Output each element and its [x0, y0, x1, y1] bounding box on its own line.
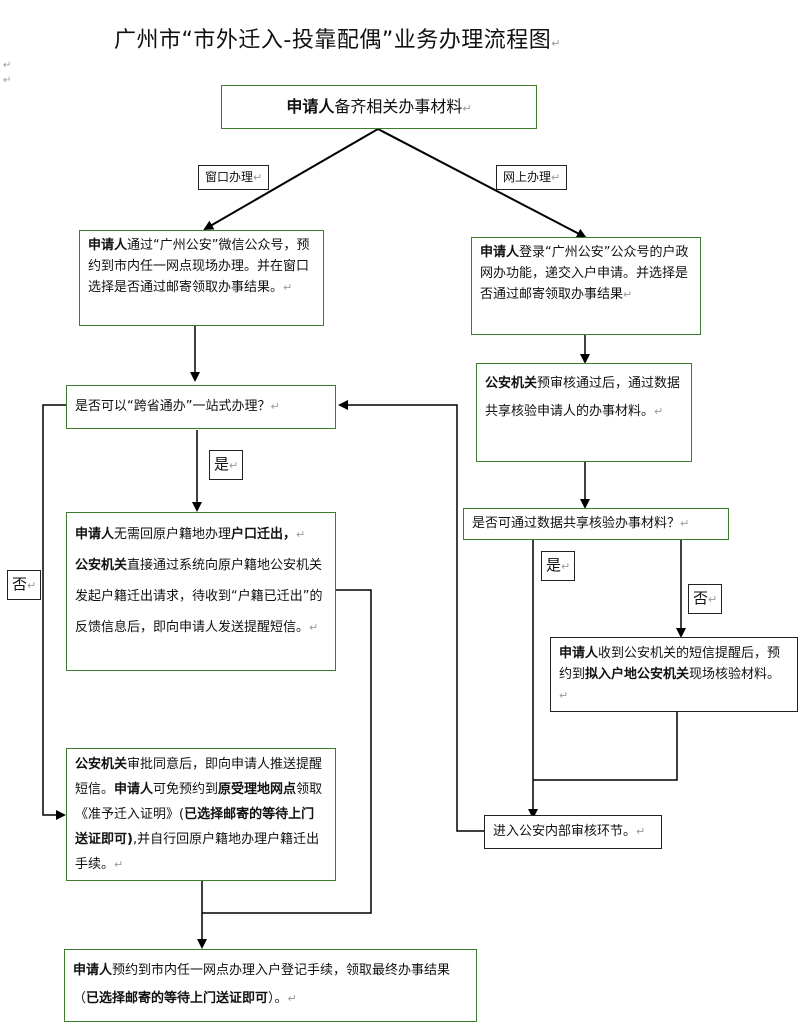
right-step2-box: 公安机关预审核通过后，通过数据共享核验申请人的办事材料。↵ — [476, 363, 692, 462]
decision-cross-province: 是否可以“跨省通办”一站式办理？↵ — [66, 385, 336, 429]
left-no-box: 公安机关审批同意后，即向申请人推送提醒短信。申请人可免预约到原受理地网点领取《准… — [66, 748, 336, 881]
arrow-review-to-left-decision — [338, 400, 484, 832]
yes-label-left: 是↵ — [209, 450, 244, 480]
right-no-box: 申请人收到公安机关的短信提醒后，预约到拟入户地公安机关现场核验材料。↵ — [550, 637, 798, 712]
yes-label-right: 是↵ — [541, 551, 576, 581]
window-label: 窗口办理↵ — [198, 165, 270, 190]
decision-data-share: 是否可通过数据共享核验办事材料？↵ — [463, 508, 729, 540]
right-step1-box: 申请人登录“广州公安”公众号的户政网办功能，递交入户申请。并选择是否通过邮寄领取… — [471, 237, 701, 335]
arrow-left-no — [42, 404, 66, 820]
online-label: 网上办理↵ — [496, 165, 568, 190]
arrow-start-to-online — [377, 128, 587, 238]
no-label-left: 否↵ — [7, 570, 42, 600]
internal-review-box: 进入公安内部审核环节。↵ — [484, 815, 662, 849]
line-left-yes-to-final — [202, 589, 372, 914]
left-step1-box: 申请人通过“广州公安”微信公众号，预约到市内任一网点现场办理。并在窗口选择是否通… — [79, 230, 324, 326]
paragraph-mark: ↵ — [3, 60, 12, 71]
start-box: 申请人备齐相关办事材料↵ — [221, 85, 537, 129]
left-yes-box: 申请人无需回原户籍地办理户口迁出，↵ 公安机关直接通过系统向原户籍地公安机关发起… — [66, 512, 336, 671]
final-box: 申请人预约到市内任一网点办理入户登记手续，领取最终办事结果（已选择邮寄的等待上门… — [64, 949, 477, 1022]
line-right-no-merge — [533, 712, 678, 781]
page-title: 广州市“市外迁入-投靠配偶”业务办理流程图↵ — [114, 28, 561, 53]
arrow-start-to-window — [203, 128, 379, 231]
paragraph-mark: ↵ — [3, 75, 12, 86]
no-label-right: 否↵ — [688, 584, 723, 614]
